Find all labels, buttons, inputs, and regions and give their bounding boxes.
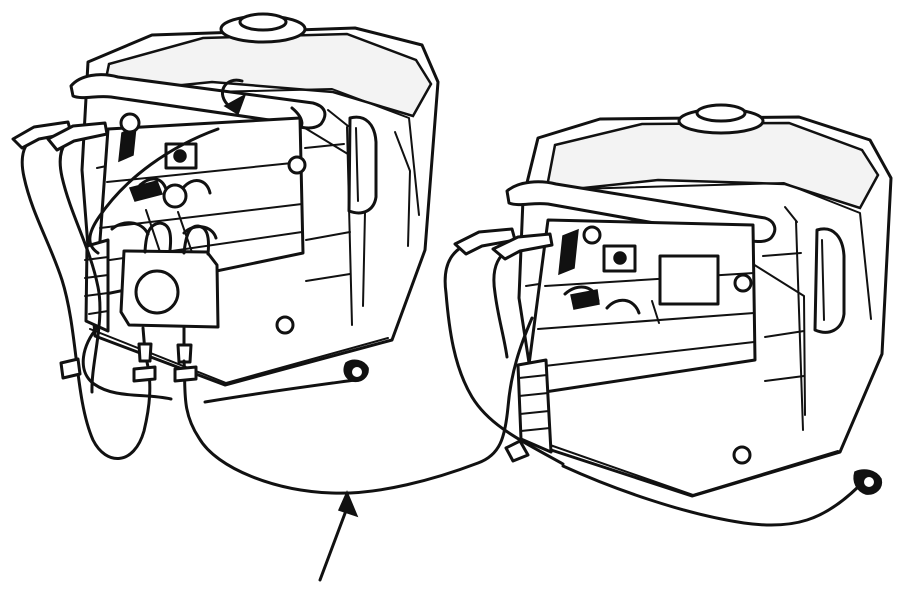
left-generator	[69, 12, 440, 387]
left-carry-handle	[69, 73, 327, 130]
parallel-kit-dial	[134, 269, 180, 315]
parallel-cable-set	[11, 120, 860, 527]
left-side-handle	[347, 115, 378, 215]
arrow-head-icon	[337, 490, 359, 518]
left-cable-plug-lower	[46, 121, 109, 152]
left-rotation-arrow-icon	[223, 93, 247, 116]
callout-arrow	[318, 490, 359, 582]
right-generator	[505, 103, 893, 498]
right-outlet-arrow-icon	[558, 228, 579, 276]
right-cable-plug-lower	[491, 232, 554, 261]
right-side-handle	[813, 227, 846, 334]
